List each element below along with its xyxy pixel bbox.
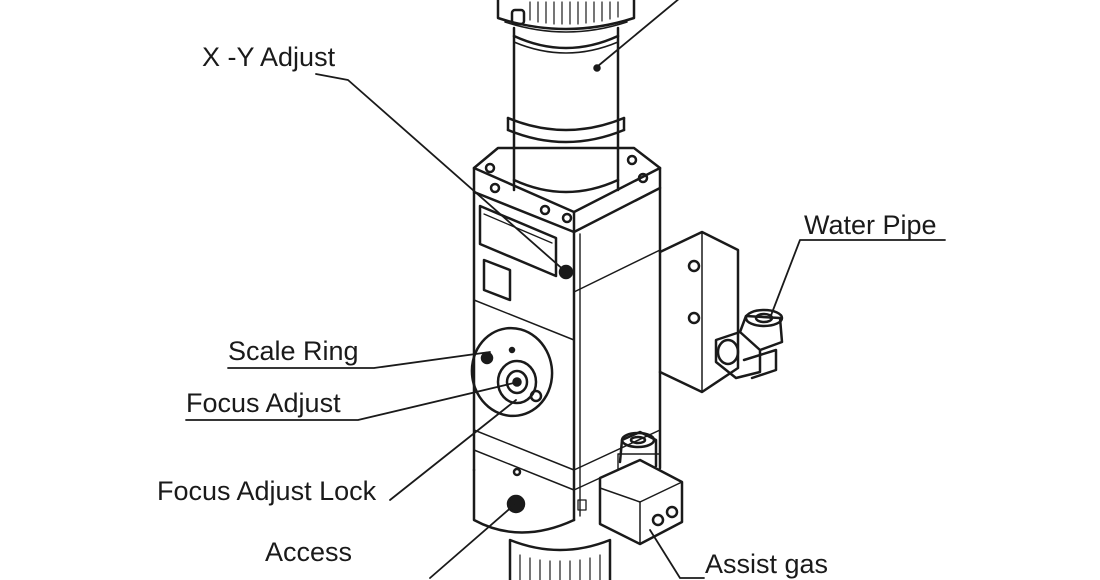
assist-gas-block (598, 430, 684, 546)
label-assist-gas: Assist gas (705, 549, 828, 579)
leader-focus-adjust (185, 381, 519, 421)
leader-scale-ring (227, 351, 491, 369)
upper-tube (506, 26, 626, 194)
leader-access (429, 504, 515, 579)
bottom-nozzle (508, 538, 612, 580)
label-scale-ring: Scale Ring (228, 336, 359, 366)
label-focus-adjust: Focus Adjust (186, 388, 341, 418)
leader-xy-adjust (315, 73, 567, 273)
main-body (472, 186, 662, 534)
top-knurled-ring (496, 0, 636, 33)
label-focus-adjust-lock: Focus Adjust Lock (157, 476, 377, 506)
focus-dial (470, 326, 554, 418)
leader-lines (185, 0, 946, 579)
label-xy-adjust: X -Y Adjust (202, 42, 336, 72)
leader-assist-gas (649, 529, 705, 579)
label-access: Access (265, 537, 352, 567)
leader-focus-lock (389, 399, 517, 501)
leader-top (597, 0, 679, 67)
water-bracket (658, 230, 784, 394)
label-water-pipe: Water Pipe (804, 210, 937, 240)
leader-water-pipe (769, 239, 946, 319)
body-top-face (472, 146, 662, 234)
